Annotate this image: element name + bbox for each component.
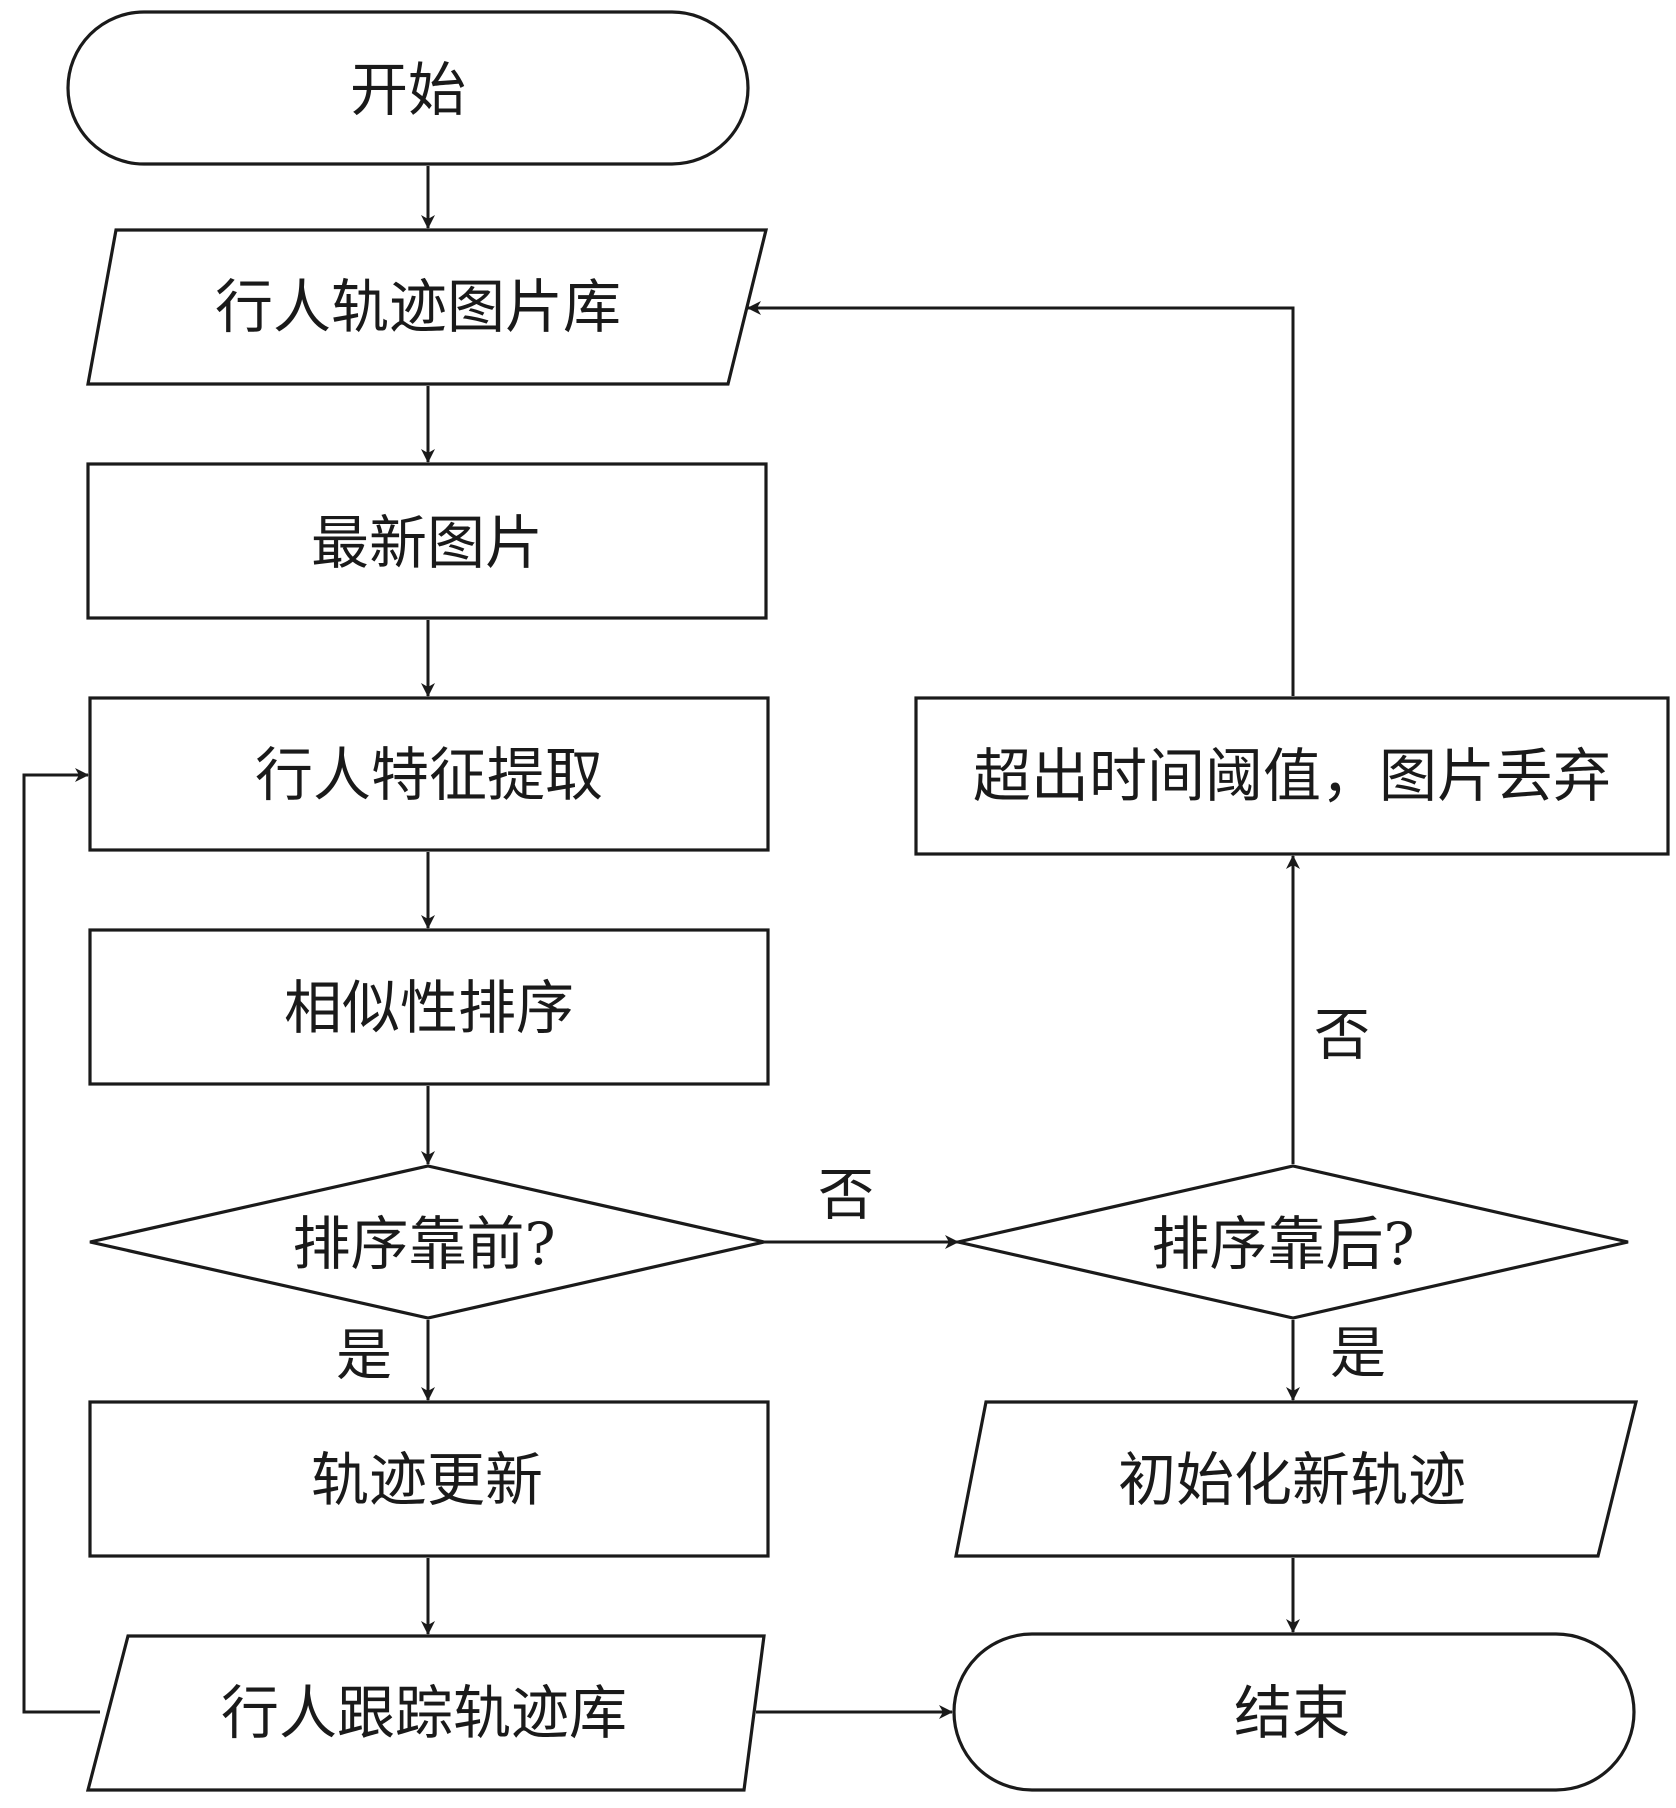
connectors bbox=[22, 166, 1300, 1719]
edge-label-front-yes: 是 bbox=[336, 1324, 392, 1389]
arrow-discard-to-gallery bbox=[747, 301, 1295, 696]
node-extract: 行人特征提取 bbox=[88, 696, 770, 852]
node-ranked-front-label: 排序靠前? bbox=[292, 1210, 555, 1278]
node-ranked-back-label: 排序靠后? bbox=[1151, 1210, 1414, 1278]
node-init-track: 初始化新轨迹 bbox=[954, 1400, 1639, 1558]
edge-label-back-no: 否 bbox=[1314, 1004, 1370, 1069]
node-discard-label: 超出时间阈值，图片丢弃 bbox=[973, 742, 1611, 810]
terminal-end-shape bbox=[952, 1632, 1636, 1792]
process-update-shape bbox=[88, 1400, 770, 1558]
io-trackdb-shape bbox=[85, 1634, 766, 1792]
node-start: 开始 bbox=[66, 10, 750, 166]
node-track-db: 行人跟踪轨迹库 bbox=[85, 1634, 766, 1792]
node-discard: 超出时间阈值，图片丢弃 bbox=[914, 696, 1670, 856]
process-rank-shape bbox=[88, 928, 770, 1086]
node-init-track-label: 初始化新轨迹 bbox=[1118, 1446, 1466, 1514]
node-latest: 最新图片 bbox=[86, 462, 768, 620]
node-end: 结束 bbox=[952, 1632, 1636, 1792]
arrow-trackdb-loop-to-extract bbox=[22, 768, 100, 1714]
io-init-shape bbox=[954, 1400, 1639, 1558]
node-gallery: 行人轨迹图片库 bbox=[86, 228, 769, 386]
node-ranked-back: 排序靠后? bbox=[957, 1164, 1629, 1320]
node-update-label: 轨迹更新 bbox=[311, 1446, 543, 1514]
process-discard-shape bbox=[914, 696, 1670, 856]
node-start-label: 开始 bbox=[350, 56, 466, 124]
process-extract-shape bbox=[88, 696, 770, 852]
io-gallery-shape bbox=[86, 228, 769, 386]
node-gallery-label: 行人轨迹图片库 bbox=[215, 273, 621, 341]
decision-back-shape bbox=[957, 1164, 1629, 1320]
edge-label-front-no: 否 bbox=[818, 1164, 874, 1229]
node-end-label: 结束 bbox=[1234, 1679, 1350, 1747]
terminal-start-shape bbox=[66, 10, 750, 166]
node-latest-label: 最新图片 bbox=[311, 509, 543, 577]
process-latest-shape bbox=[86, 462, 768, 620]
node-extract-label: 行人特征提取 bbox=[255, 741, 603, 809]
edge-label-back-yes: 是 bbox=[1330, 1322, 1386, 1387]
node-track-db-label: 行人跟踪轨迹库 bbox=[221, 1679, 627, 1747]
node-ranked-front: 排序靠前? bbox=[89, 1164, 765, 1320]
decision-front-shape bbox=[89, 1164, 765, 1320]
node-rank-label: 相似性排序 bbox=[284, 974, 574, 1042]
node-update: 轨迹更新 bbox=[88, 1400, 770, 1558]
node-rank: 相似性排序 bbox=[88, 928, 770, 1086]
